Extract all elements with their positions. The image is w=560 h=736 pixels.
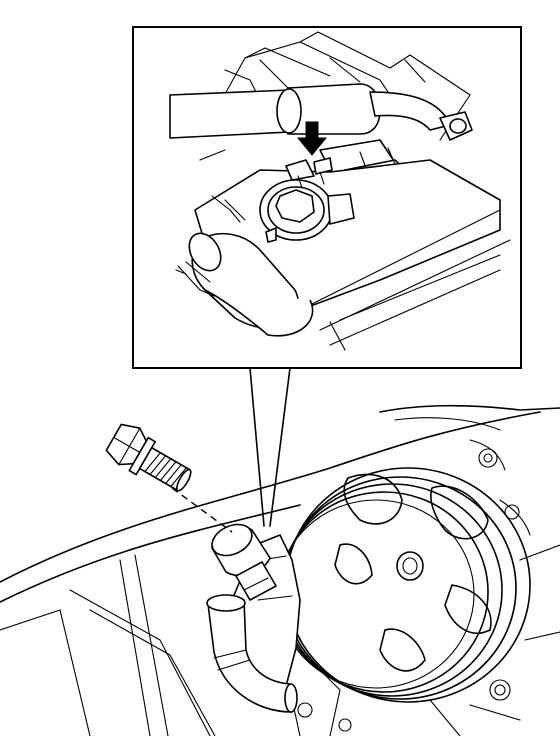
return-hose xyxy=(206,594,298,713)
installation-path xyxy=(171,487,233,533)
detail-inset xyxy=(132,26,522,369)
indicator-arrow xyxy=(296,121,328,156)
engine-housing-lines xyxy=(0,404,560,736)
union-bolt xyxy=(105,423,192,492)
union-fitting xyxy=(211,523,277,601)
callout-leader-left xyxy=(249,367,265,527)
pump-pulley xyxy=(277,467,531,703)
callout-leader-right xyxy=(269,367,291,527)
